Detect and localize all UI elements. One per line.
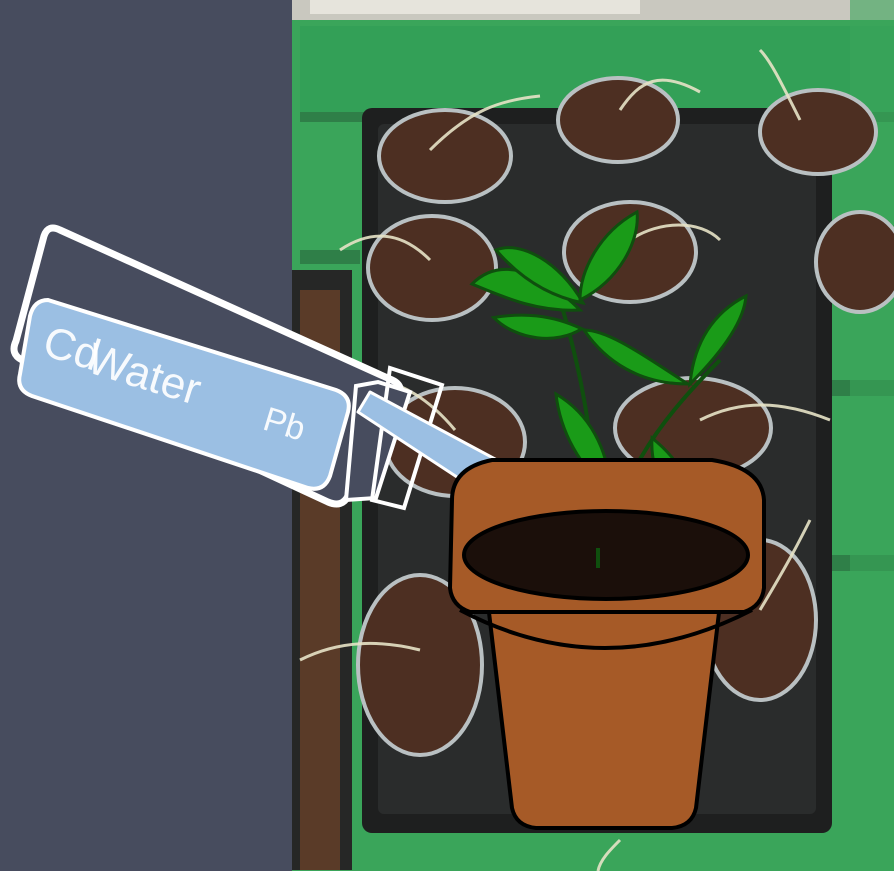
diagram-canvas [0,0,894,871]
